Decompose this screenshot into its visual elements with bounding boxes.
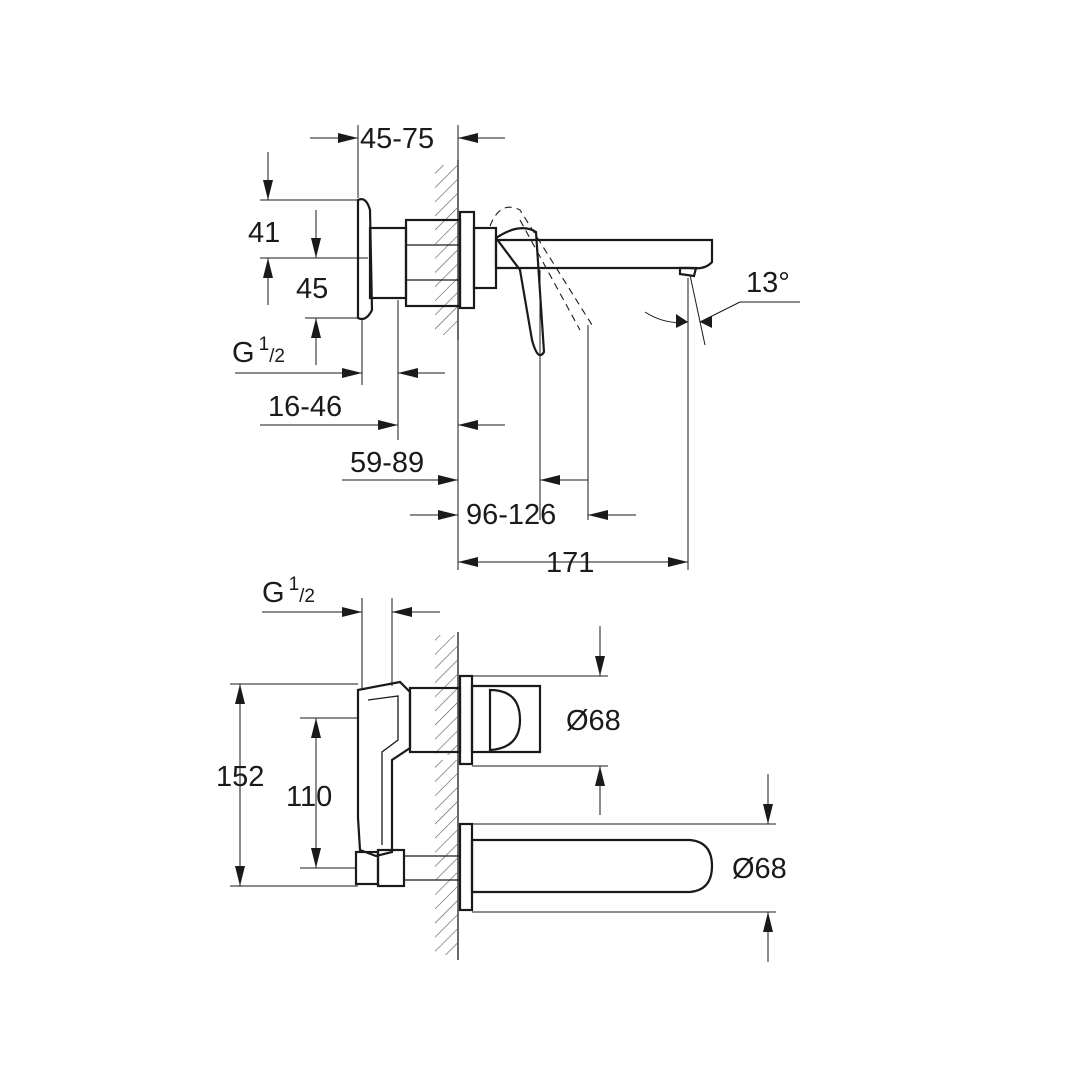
- thread-num: 1: [259, 334, 270, 355]
- label-59-89: 59-89: [350, 447, 424, 479]
- dimension-arrows-front: [235, 607, 773, 962]
- label-110: 110: [286, 781, 332, 813]
- thread-g: G: [232, 337, 255, 369]
- thread-den-front: 2: [304, 586, 315, 607]
- label-45-75: 45-75: [360, 123, 434, 155]
- label-16-46: 16-46: [268, 391, 342, 423]
- handle-front: [458, 674, 542, 766]
- label-96-126: 96-126: [466, 499, 556, 531]
- label-152: 152: [216, 761, 264, 793]
- thread-g-front: G: [262, 577, 285, 609]
- valve-body-front: [354, 680, 462, 888]
- label-45: 45: [296, 273, 328, 305]
- thread-den: 2: [274, 346, 285, 367]
- side-view: 45-75 41 45 G1/2 16-46 59-89 96-126 171 …: [232, 123, 800, 579]
- spout-side: [489, 206, 714, 357]
- label-171: 171: [546, 547, 594, 579]
- extension-lines-front: [230, 598, 776, 913]
- label-dia-handle: Ø68: [566, 705, 621, 737]
- label-dia-spout: Ø68: [732, 853, 787, 885]
- angle-indicator: [644, 274, 800, 346]
- valve-body-side: [356, 198, 498, 321]
- spout-front: [458, 822, 714, 912]
- dimension-arrows-side: [235, 133, 688, 567]
- wall-front: [435, 632, 459, 960]
- wall-side: [435, 160, 459, 340]
- extension-lines-side: [260, 125, 689, 570]
- label-angle: 13°: [746, 267, 790, 299]
- thread-num-front: 1: [289, 574, 300, 595]
- label-41: 41: [248, 217, 280, 249]
